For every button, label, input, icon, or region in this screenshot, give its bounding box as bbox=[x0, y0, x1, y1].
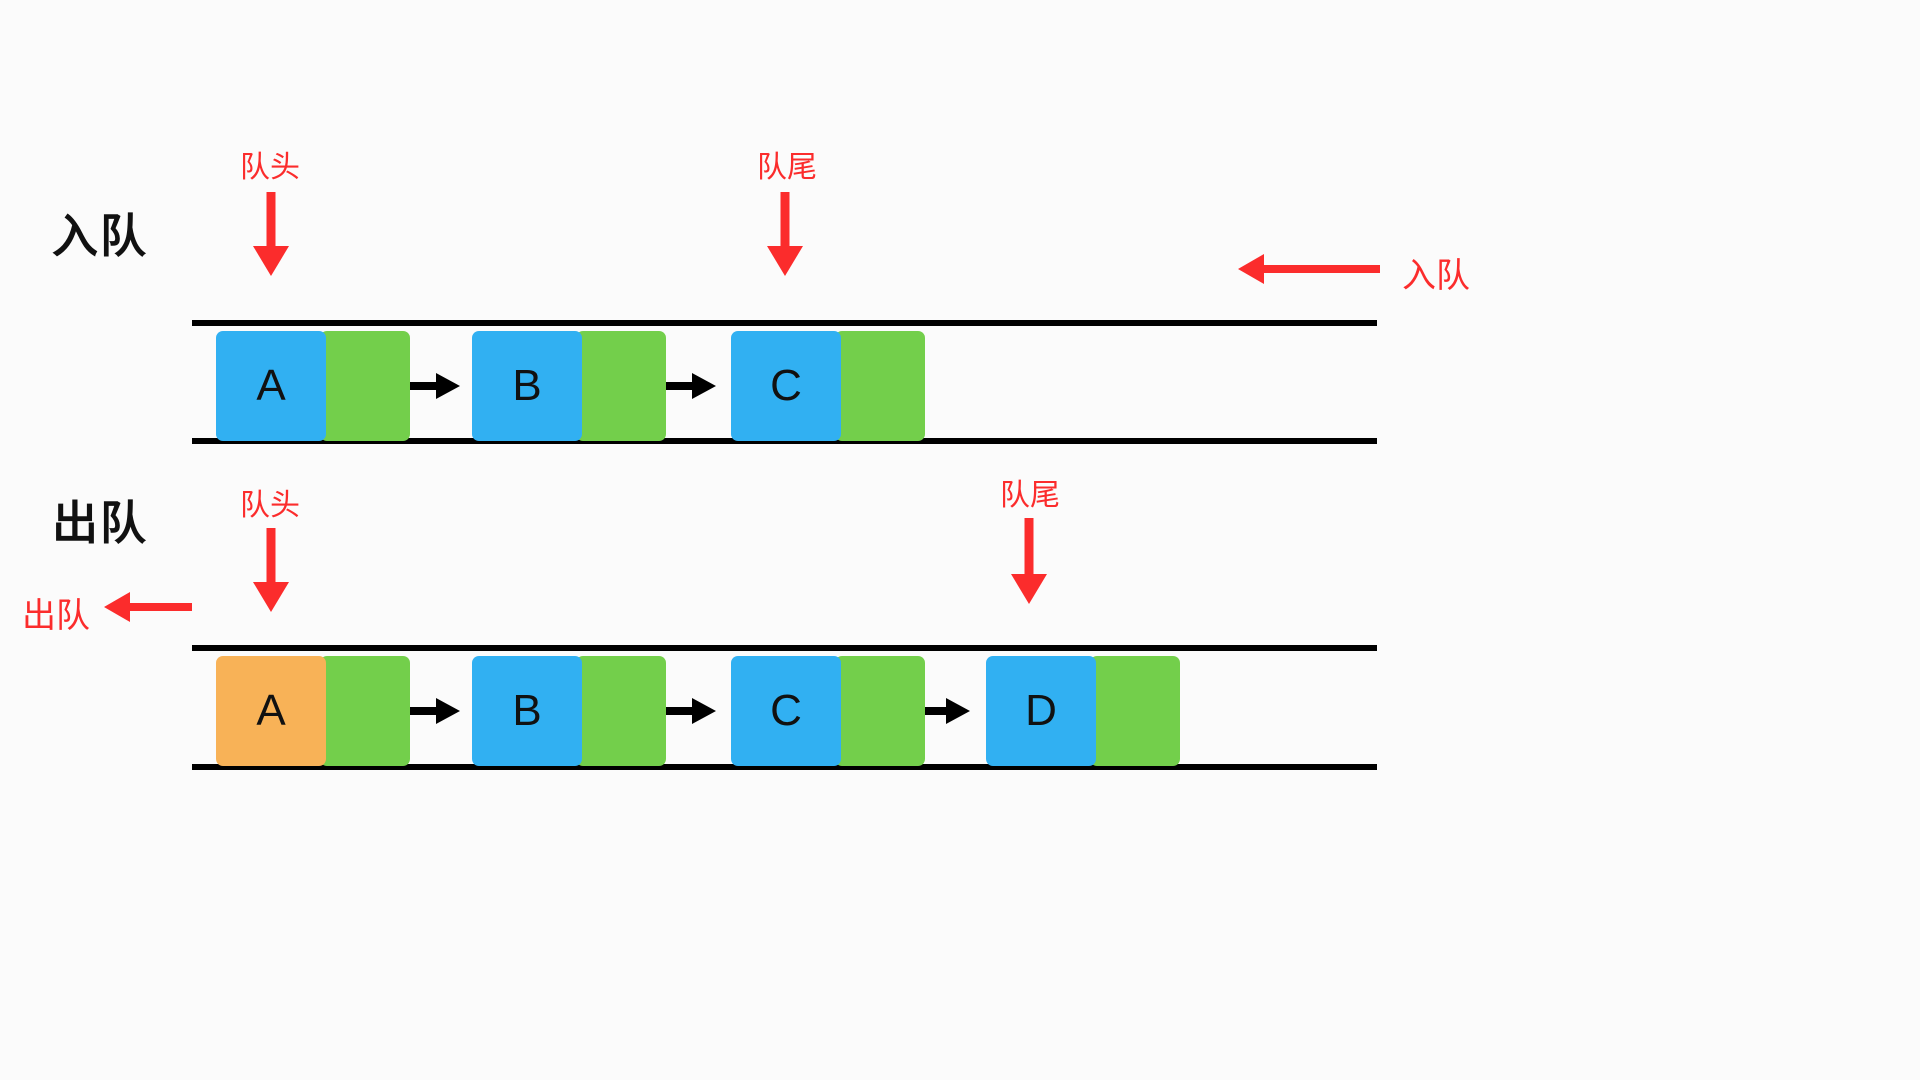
queue-rail-top-row2 bbox=[192, 645, 1377, 651]
list-node: A bbox=[216, 656, 410, 766]
head-label-row2: 队头 bbox=[240, 488, 300, 523]
list-node: A bbox=[216, 331, 410, 441]
node-pointer-cell bbox=[320, 656, 410, 766]
node-data-cell: A bbox=[216, 331, 326, 441]
node-data-cell: B bbox=[472, 331, 582, 441]
tail-arrow-row1 bbox=[767, 192, 803, 276]
queue-rail-bottom-row1 bbox=[192, 438, 1377, 444]
node-data-cell: C bbox=[731, 656, 841, 766]
section-title-dequeue: 出队 bbox=[52, 496, 148, 550]
queue-rail-bottom-row2 bbox=[192, 764, 1377, 770]
node-data-cell: C bbox=[731, 331, 841, 441]
node-data-cell: D bbox=[986, 656, 1096, 766]
enqueue-action-label: 入队 bbox=[1402, 256, 1470, 296]
node-data-cell: A bbox=[216, 656, 326, 766]
node-pointer-cell bbox=[835, 656, 925, 766]
node-pointer-cell bbox=[576, 331, 666, 441]
node-pointer-cell bbox=[576, 656, 666, 766]
list-node: D bbox=[986, 656, 1180, 766]
tail-label-row2: 队尾 bbox=[1000, 478, 1060, 513]
tail-label-row1: 队尾 bbox=[757, 150, 817, 185]
queue-rail-top-row1 bbox=[192, 320, 1377, 326]
list-node: C bbox=[731, 656, 925, 766]
head-arrow-row2 bbox=[253, 528, 289, 612]
tail-arrow-row2 bbox=[1011, 518, 1047, 604]
list-node: C bbox=[731, 331, 925, 441]
list-node: B bbox=[472, 331, 666, 441]
node-pointer-cell bbox=[320, 331, 410, 441]
section-title-enqueue: 入队 bbox=[52, 209, 148, 263]
list-node: B bbox=[472, 656, 666, 766]
dequeue-action-arrow bbox=[104, 592, 192, 622]
enqueue-action-arrow bbox=[1238, 254, 1380, 284]
node-pointer-cell bbox=[835, 331, 925, 441]
head-arrow-row1 bbox=[253, 192, 289, 276]
node-data-cell: B bbox=[472, 656, 582, 766]
dequeue-action-label: 出队 bbox=[22, 596, 90, 636]
node-pointer-cell bbox=[1090, 656, 1180, 766]
head-label-row1: 队头 bbox=[240, 150, 300, 185]
